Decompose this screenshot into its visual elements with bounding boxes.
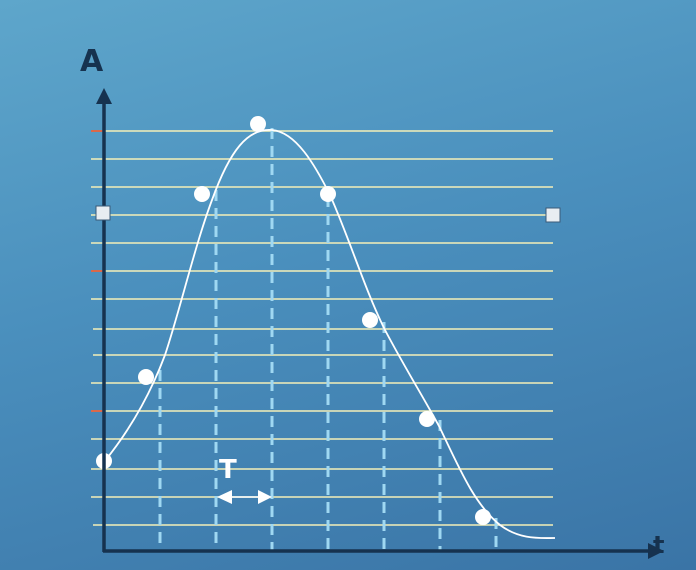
- sample-point: [362, 312, 378, 328]
- sample-points: [96, 116, 491, 525]
- y-axis-ticks: [91, 130, 104, 412]
- square-handle-icon[interactable]: [95, 205, 111, 221]
- sampling-lines: [158, 128, 498, 551]
- sample-point: [194, 186, 210, 202]
- y-axis-label: A: [80, 44, 104, 79]
- axes: [96, 88, 664, 559]
- y-axis-arrowhead: [96, 88, 112, 104]
- sample-point: [320, 186, 336, 202]
- right-arrow-icon: [258, 490, 272, 504]
- sample-point: [475, 509, 491, 525]
- sample-point: [138, 369, 154, 385]
- left-arrow-icon: [217, 490, 232, 504]
- interval-label: T: [219, 455, 237, 485]
- sample-point: [250, 116, 266, 132]
- sample-point: [419, 411, 435, 427]
- square-handle-icon[interactable]: [545, 207, 561, 223]
- x-axis-arrowhead: [648, 543, 664, 559]
- x-axis-label: t: [653, 531, 664, 559]
